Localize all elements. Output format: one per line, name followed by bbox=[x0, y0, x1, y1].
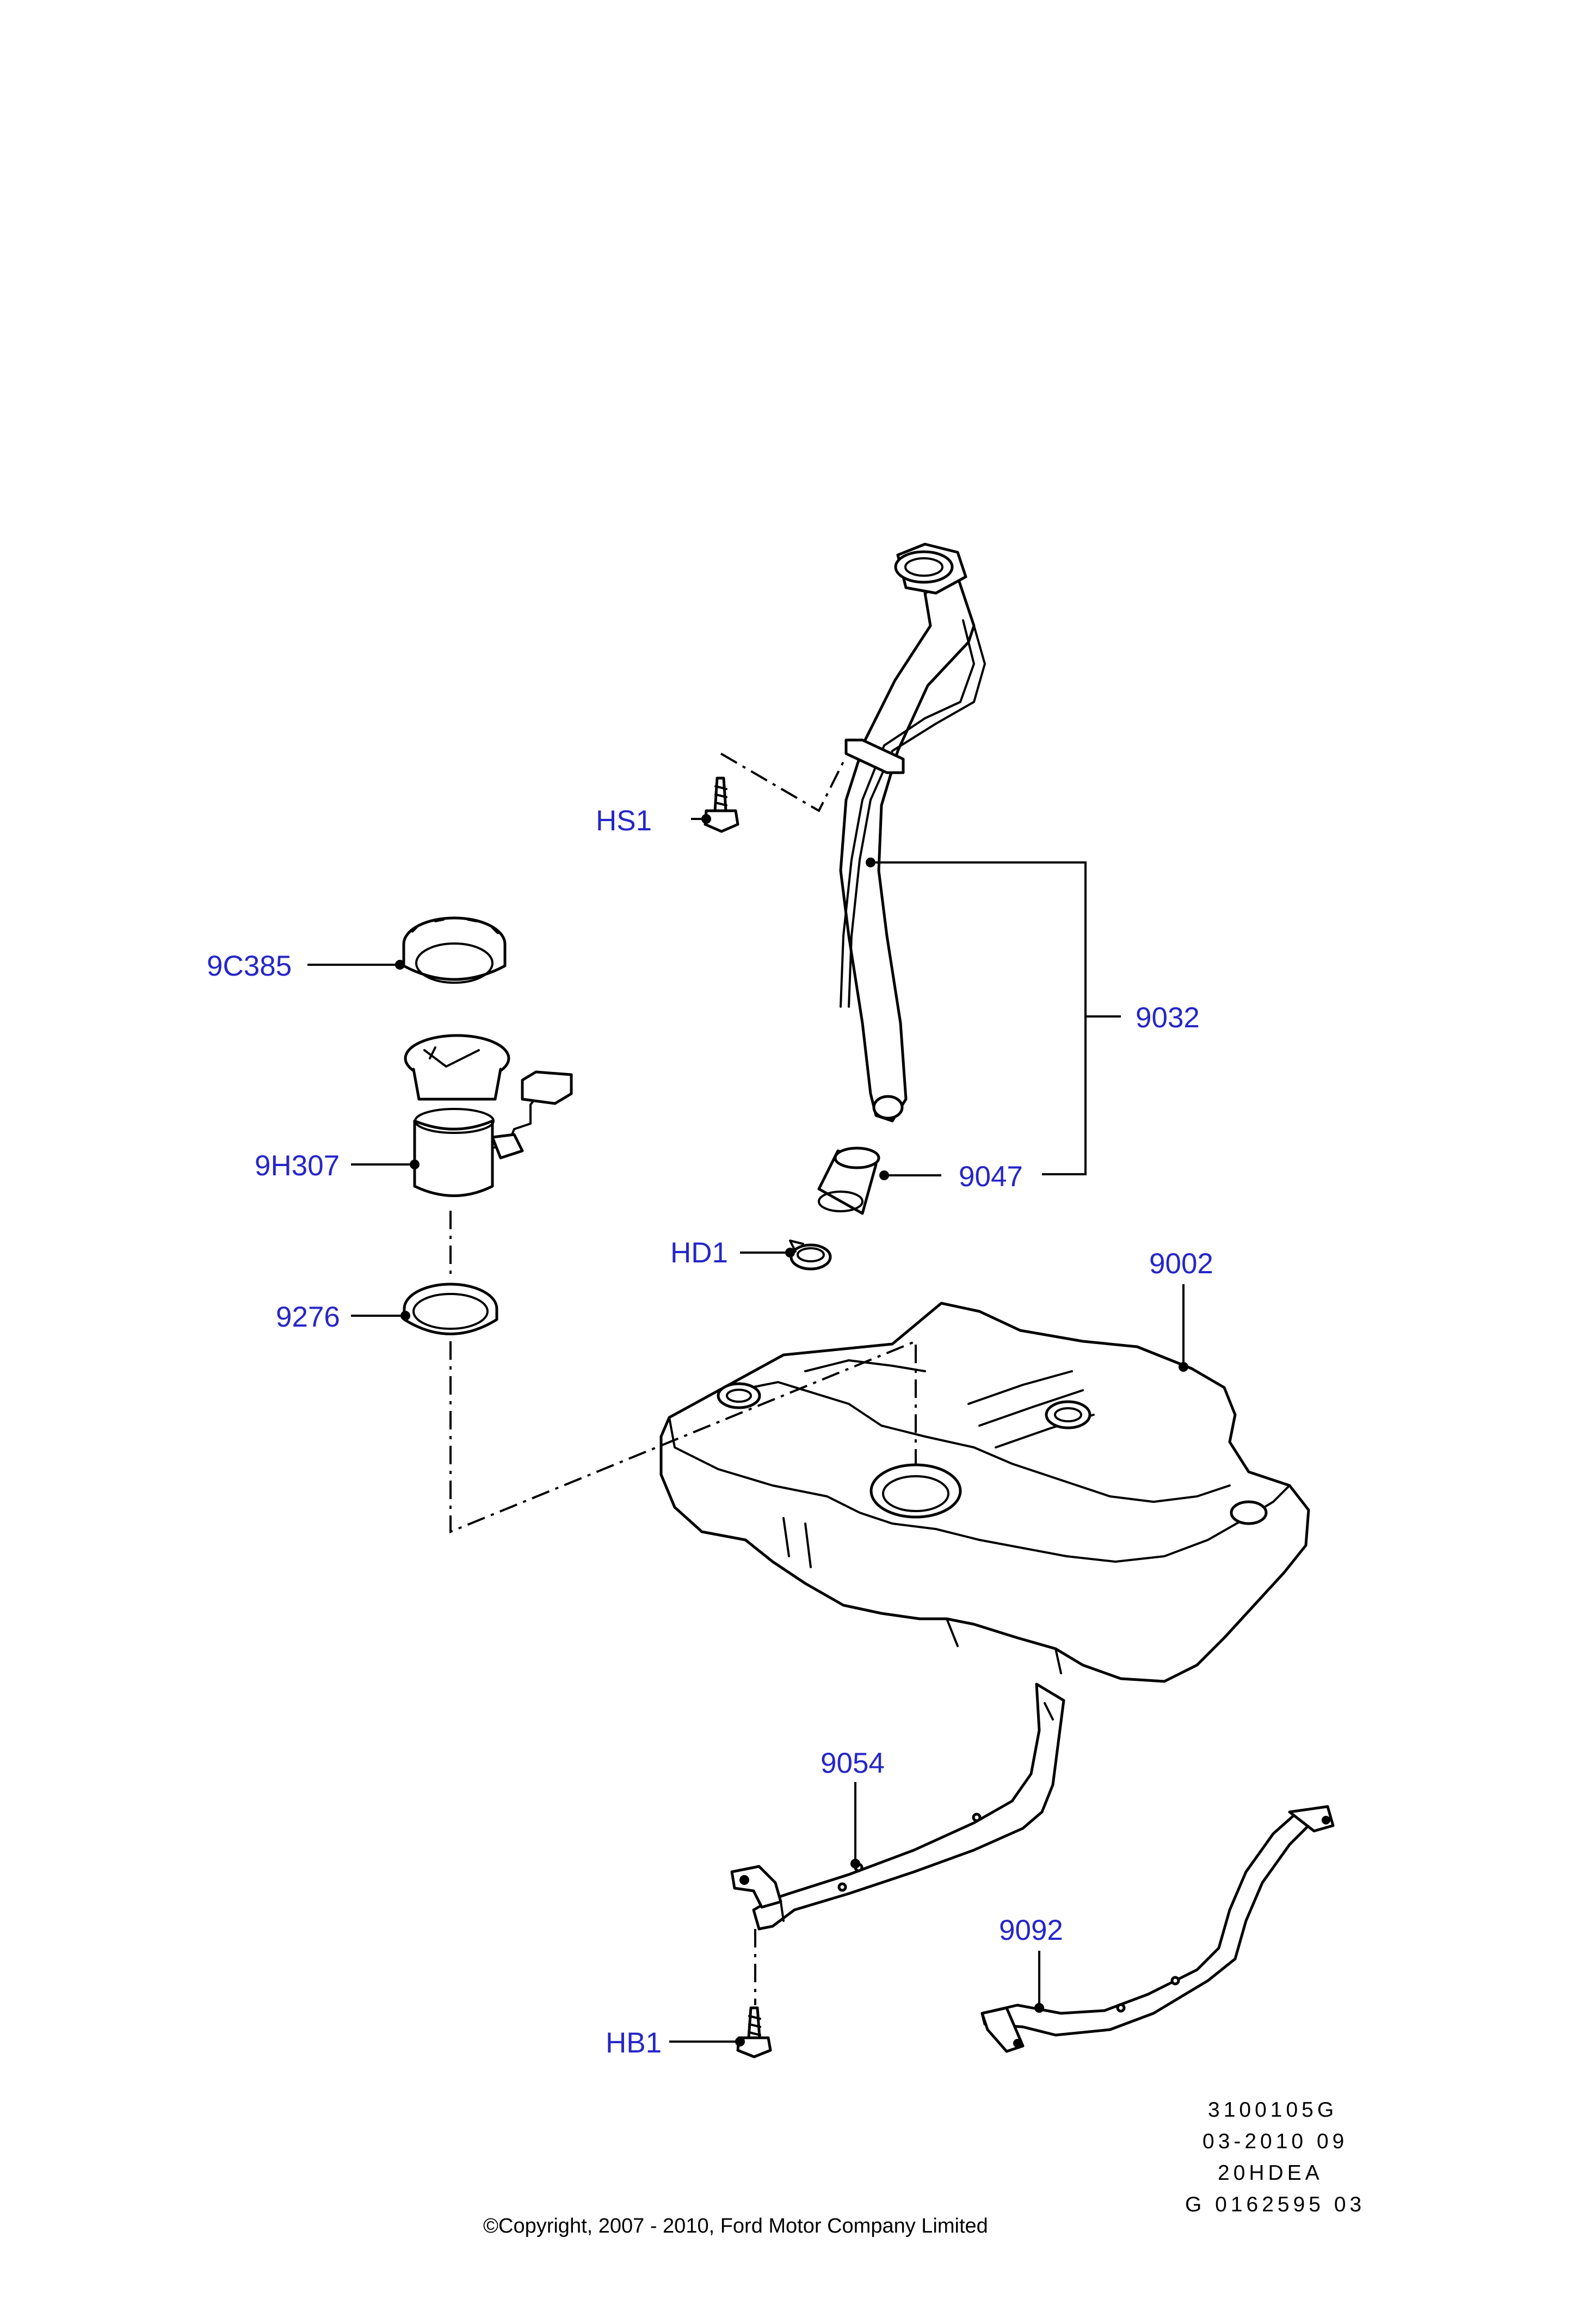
callout-9002[interactable]: 9002 bbox=[1149, 1248, 1213, 1280]
reference-date: 03-2010 09 bbox=[1202, 2130, 1348, 2153]
leader-lines bbox=[307, 814, 1188, 2046]
copyright-notice: ©Copyright, 2007 - 2010, Ford Motor Comp… bbox=[483, 2215, 988, 2237]
fuel-tank-strap-rear[interactable] bbox=[980, 1805, 1335, 2053]
reference-drawing-number: G 0162595 03 bbox=[1185, 2193, 1365, 2216]
filler-pipe-bolt[interactable] bbox=[704, 776, 739, 833]
fuel-pump-sender-unit[interactable] bbox=[404, 1034, 573, 1197]
callout-9032[interactable]: 9032 bbox=[1136, 1002, 1200, 1034]
fuel-pump-lock-ring[interactable] bbox=[402, 916, 507, 984]
reference-model: 20HDEA bbox=[1218, 2161, 1323, 2185]
fuel-pump-seal[interactable] bbox=[403, 1283, 498, 1335]
callout-9c385[interactable]: 9C385 bbox=[207, 950, 292, 982]
callout-9047[interactable]: 9047 bbox=[959, 1161, 1023, 1193]
assembly-line-seal-tank bbox=[449, 1340, 917, 1533]
callout-hb1[interactable]: HB1 bbox=[606, 2027, 662, 2059]
callout-hs1[interactable]: HS1 bbox=[596, 805, 652, 837]
callout-9092[interactable]: 9092 bbox=[999, 1914, 1063, 1946]
reference-code: 3100105G bbox=[1208, 2098, 1337, 2122]
callout-9276[interactable]: 9276 bbox=[276, 1301, 340, 1333]
callout-9054[interactable]: 9054 bbox=[821, 1747, 885, 1779]
callout-hd1[interactable]: HD1 bbox=[670, 1237, 728, 1269]
fuel-tank-strap-front[interactable] bbox=[730, 1682, 1065, 1931]
hose-clip[interactable] bbox=[789, 1240, 832, 1271]
strap-bolt[interactable] bbox=[736, 2006, 772, 2058]
fuel-filler-hose[interactable] bbox=[817, 1146, 880, 1215]
fuel-filler-pipe[interactable] bbox=[839, 543, 986, 1123]
assembly-line-hs1 bbox=[720, 753, 847, 812]
fuel-tank[interactable] bbox=[659, 1302, 1310, 1683]
callout-9h307[interactable]: 9H307 bbox=[255, 1150, 340, 1182]
